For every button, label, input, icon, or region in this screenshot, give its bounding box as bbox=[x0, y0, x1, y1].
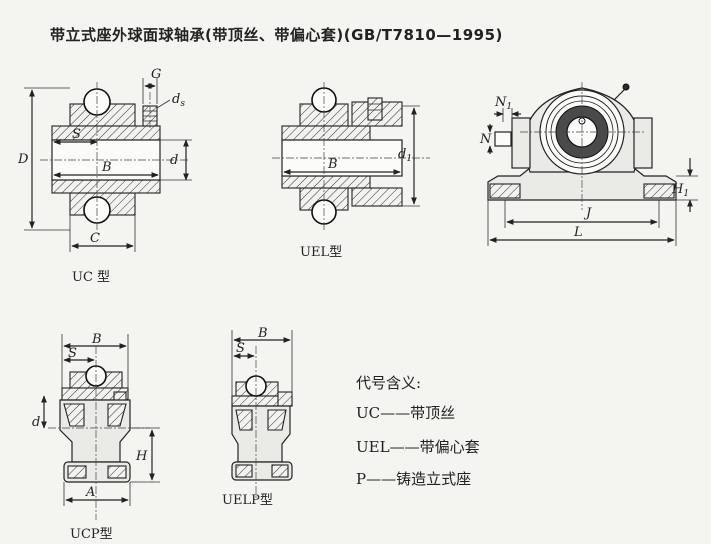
uel-label-d1: d1 bbox=[398, 147, 412, 164]
ucp-figure: B S d H A UCP型 bbox=[32, 332, 160, 542]
housing-label-L: L bbox=[573, 225, 583, 240]
ucp-label-H: H bbox=[135, 449, 148, 464]
uel-label-B: B bbox=[327, 157, 338, 172]
ucp-label-B: B bbox=[91, 332, 102, 347]
uelp-figure: B S UELP型 bbox=[222, 326, 293, 508]
ucp-label-A: A bbox=[85, 485, 95, 500]
uc-label-S: S bbox=[72, 127, 81, 142]
ucp-label-S: S bbox=[68, 346, 77, 361]
legend: 代号含义: UC——带顶丝 UEL——带偏心套 P——铸造立式座 bbox=[356, 374, 480, 488]
housing-label-H1: H1 bbox=[671, 182, 689, 199]
legend-item-p: P——铸造立式座 bbox=[356, 470, 471, 488]
uc-inner-ring-top bbox=[51, 125, 161, 141]
housing-label-N1: N1 bbox=[494, 95, 512, 112]
uc-label-G: G bbox=[151, 67, 161, 82]
uc-label-B: B bbox=[101, 160, 112, 175]
legend-item-uc: UC——带顶丝 bbox=[356, 404, 455, 422]
grease-nipple-icon bbox=[622, 83, 630, 91]
uc-label-C: C bbox=[90, 231, 100, 246]
uelp-label-S: S bbox=[236, 341, 245, 356]
uc-caption: UC 型 bbox=[72, 270, 110, 285]
uc-figure: D d B S C G ds UC 型 bbox=[17, 67, 192, 285]
uc-inner-ring-bottom bbox=[51, 179, 161, 194]
uelp-label-B: B bbox=[257, 326, 268, 341]
legend-heading: 代号含义: bbox=[356, 374, 421, 392]
uc-label-ds: ds bbox=[172, 92, 185, 109]
ucp-label-d: d bbox=[32, 415, 40, 430]
uelp-caption: UELP型 bbox=[222, 493, 273, 508]
housing-label-N: N bbox=[479, 132, 492, 147]
uel-caption: UEL型 bbox=[300, 245, 342, 260]
legend-item-uel: UEL——带偏心套 bbox=[356, 438, 480, 456]
housing-figure: N1 N H1 J L bbox=[479, 82, 698, 246]
housing-label-J: J bbox=[583, 206, 592, 221]
uelp-eccentric-collar bbox=[277, 391, 293, 407]
uc-label-d: d bbox=[170, 153, 178, 168]
page-title: 带立式座外球面球轴承(带顶丝、带偏心套)(GB/T7810—1995) bbox=[50, 26, 503, 44]
uc-label-D: D bbox=[17, 152, 29, 167]
uel-set-screw bbox=[367, 97, 383, 121]
ucp-caption: UCP型 bbox=[70, 527, 113, 542]
uel-figure: B d1 UEL型 bbox=[272, 82, 430, 260]
